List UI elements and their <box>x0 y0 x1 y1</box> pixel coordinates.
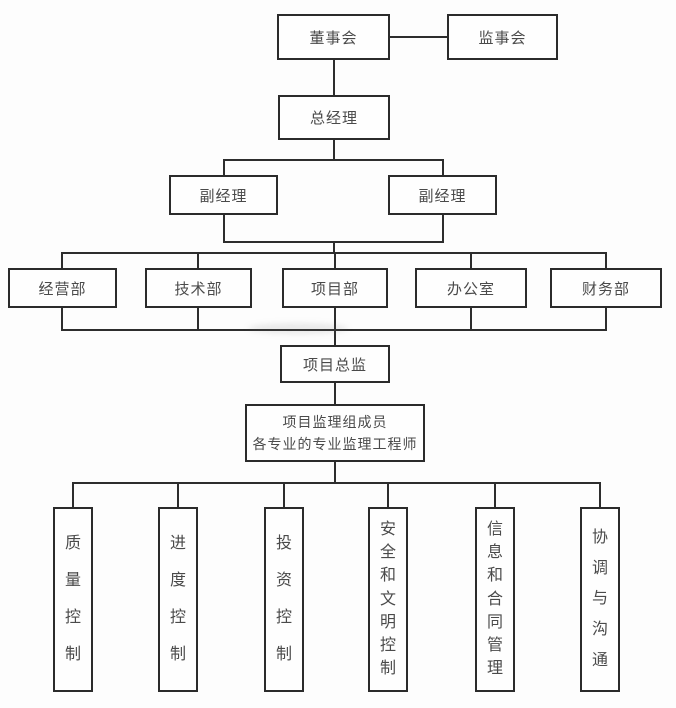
node-board-of-directors: 董事会 <box>277 14 390 60</box>
node-label-line1: 项目监理组成员 <box>282 414 388 430</box>
node-function-quality-control: 质量控制 <box>53 507 93 692</box>
node-function-safety-civilization-control: 安全和文明控制 <box>368 507 408 692</box>
node-label: 项目部 <box>310 280 359 298</box>
node-label: 质量控制 <box>64 535 81 663</box>
node-dept-business: 经营部 <box>8 268 117 308</box>
node-supervision-team: 项目监理组成员 各专业的专业监理工程师 <box>245 404 425 462</box>
node-deputy-manager-left: 副经理 <box>169 175 278 215</box>
node-label: 总经理 <box>309 110 358 127</box>
node-label: 协调与沟通 <box>591 528 608 670</box>
node-label: 董事会 <box>309 29 358 47</box>
node-label: 投资控制 <box>275 535 292 663</box>
node-dept-technology: 技术部 <box>145 268 252 308</box>
node-label: 副经理 <box>199 187 248 205</box>
node-project-director: 项目总监 <box>280 345 390 383</box>
node-general-manager: 总经理 <box>278 95 390 140</box>
node-dept-project: 项目部 <box>282 268 388 308</box>
node-label: 信息和合同管理 <box>486 521 503 677</box>
node-supervisory-board: 监事会 <box>447 14 558 60</box>
node-label: 进度控制 <box>169 535 186 663</box>
node-function-schedule-control: 进度控制 <box>158 507 198 692</box>
node-function-coordination-communication: 协调与沟通 <box>580 507 620 692</box>
node-function-info-contract-management: 信息和合同管理 <box>475 507 515 692</box>
node-label: 财务部 <box>581 280 630 298</box>
node-label: 经营部 <box>38 280 87 298</box>
node-dept-finance: 财务部 <box>550 268 662 308</box>
node-label: 技术部 <box>174 280 223 298</box>
node-deputy-manager-right: 副经理 <box>388 175 497 215</box>
node-label-line2: 各专业的专业监理工程师 <box>252 436 418 452</box>
node-label: 办公室 <box>446 280 495 298</box>
node-label: 安全和文明控制 <box>379 521 396 677</box>
node-label: 监事会 <box>478 29 527 47</box>
node-function-investment-control: 投资控制 <box>264 507 304 692</box>
node-label: 副经理 <box>418 187 467 205</box>
node-label: 项目总监 <box>302 356 367 374</box>
node-dept-office: 办公室 <box>415 268 527 308</box>
